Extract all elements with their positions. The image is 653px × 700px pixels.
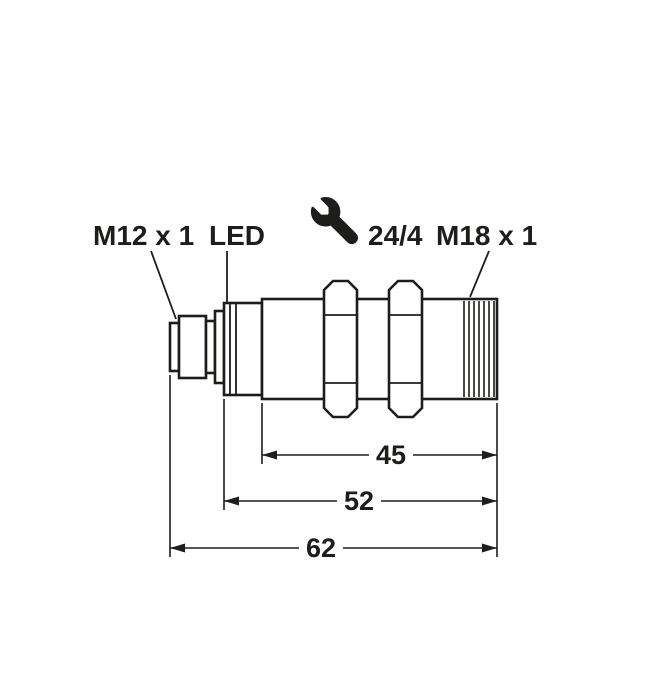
dimension-overall-length: 62	[170, 533, 497, 563]
label-m12-thread: M12 x 1	[93, 220, 194, 251]
barrel	[260, 297, 499, 401]
leader-m12	[150, 250, 177, 320]
connector-plug	[177, 314, 208, 380]
dimension-thread-length: 45	[262, 440, 497, 470]
connector-groove	[204, 319, 217, 375]
extension-lines	[169, 375, 498, 557]
hex-nut-2	[387, 279, 424, 419]
hex-nut-1	[322, 279, 359, 419]
label-wrench-size: 24/4	[368, 220, 423, 251]
dim-45-value: 45	[376, 440, 406, 470]
wrench-icon	[310, 197, 358, 245]
connector-tip	[168, 321, 181, 373]
leader-m18	[469, 250, 490, 298]
label-m18-thread: M18 x 1	[436, 220, 537, 251]
leader-lines	[150, 250, 490, 320]
dim-52-value: 52	[344, 486, 374, 516]
label-led: LED	[209, 220, 265, 251]
thread-hatching	[463, 301, 495, 397]
dim-62-value: 62	[306, 533, 336, 563]
sensor-outline	[168, 279, 499, 419]
dimension-housing-length: 52	[224, 486, 497, 516]
connector-ridge	[213, 309, 226, 385]
